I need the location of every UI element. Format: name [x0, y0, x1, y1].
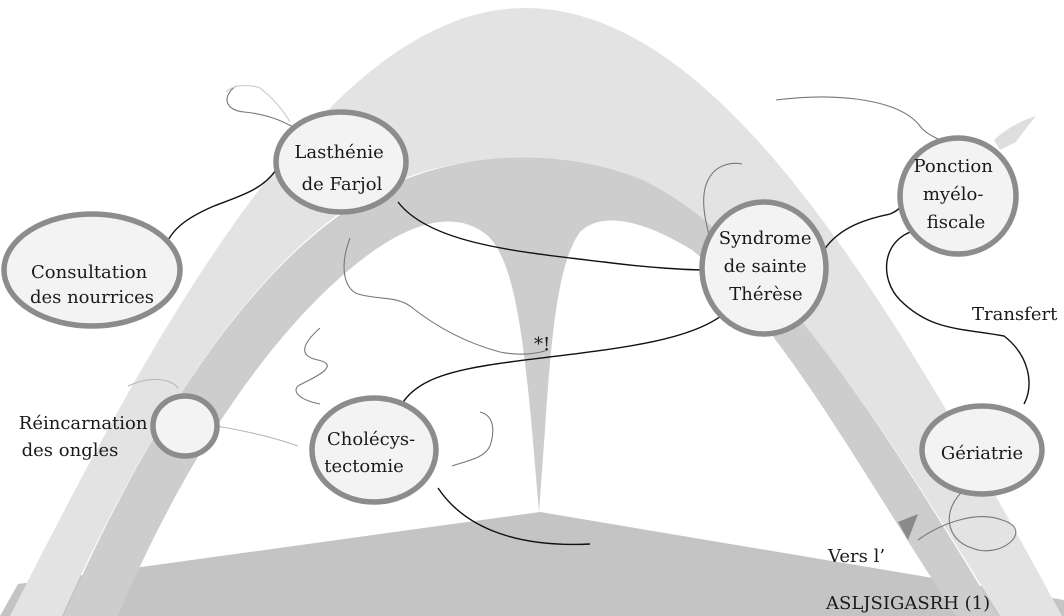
node-reincarnation[interactable]: Réincarnation des ongles: [19, 396, 217, 461]
node-consultation-line2: des nourrices: [30, 287, 154, 308]
node-geriatrie-line1: Gériatrie: [941, 443, 1023, 464]
annotation-vers: Vers l’: [827, 546, 885, 567]
node-syndrome-line3: Thérèse: [729, 284, 802, 305]
node-lasthenie[interactable]: Lasthénie de Farjol: [276, 112, 406, 212]
node-lasthenie-line2: de Farjol: [302, 174, 383, 195]
node-consultation-line1: Consultation: [31, 262, 148, 283]
leaf-shape-right: [994, 116, 1036, 150]
node-syndrome[interactable]: Syndrome de sainte Thérèse: [702, 202, 826, 334]
annotation-star: *!: [534, 334, 550, 355]
node-reincarnation-line2: des ongles: [22, 440, 119, 461]
node-ponction-line1: Ponction: [913, 156, 993, 177]
squiggle-lasthenie: [227, 86, 302, 132]
node-syndrome-line1: Syndrome: [719, 228, 812, 249]
node-syndrome-line2: de sainte: [724, 256, 807, 277]
leaf-shape-left: [226, 86, 290, 123]
node-cholecystectomie[interactable]: Cholécys- tectomie: [312, 398, 436, 502]
node-consultation[interactable]: Consultation des nourrices: [4, 214, 180, 326]
reincarnation-tail: [216, 426, 298, 446]
link-cholecyst-syndrome: [398, 312, 726, 412]
node-ponction[interactable]: Ponction myélo- fiscale: [900, 138, 1016, 254]
node-lasthenie-line1: Lasthénie: [294, 142, 383, 163]
node-reincarnation-line1: Réincarnation: [19, 413, 148, 434]
squiggle-cholecyst-right: [452, 412, 493, 466]
node-cholecystectomie-line1: Cholécys-: [327, 429, 415, 450]
node-ponction-line3: fiscale: [927, 212, 985, 233]
annotation-asljsigasrh: ASLJSIGASRH (1): [825, 593, 990, 614]
squiggle-cholecyst-left: [296, 328, 327, 404]
annotation-transfert: Transfert: [972, 304, 1058, 325]
svg-text:Syndrome de sainte: Syndrome de sainte Thérèse: [719, 228, 818, 305]
node-geriatrie[interactable]: Gériatrie: [922, 406, 1042, 494]
node-ponction-line2: myélo-: [923, 184, 984, 205]
svg-text:Gériatrie: Gériatrie: [941, 443, 1023, 464]
node-cholecystectomie-line2: tectomie: [324, 456, 404, 477]
